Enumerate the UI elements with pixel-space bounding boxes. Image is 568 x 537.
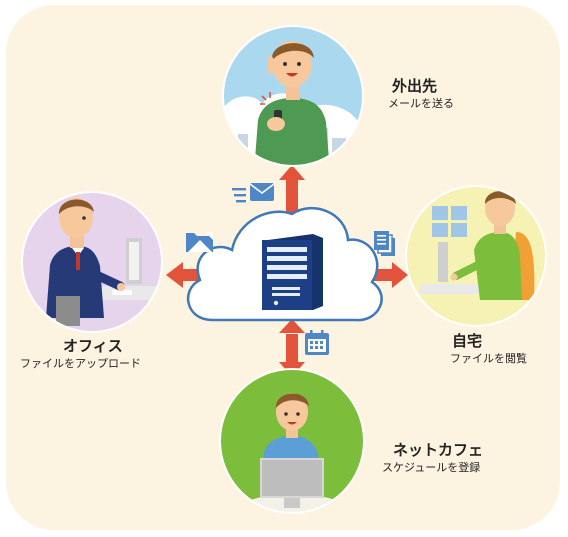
server-icon [262,234,323,310]
office-label: オフィス ファイルをアップロード [20,336,141,372]
outside-label: 外出先 メールを送る [388,76,454,112]
cafe-title: ネットカフェ [393,441,484,459]
outside-subtitle: メールを送る [388,97,454,110]
outside-title: 外出先 [392,77,438,95]
documents-icon [374,231,395,256]
home-subtitle: ファイルを閲覧 [450,352,527,365]
home-label: 自宅 ファイルを閲覧 [432,331,527,367]
cafe-subtitle: スケジュールを登録 [382,461,481,474]
arrow-up [279,165,305,214]
office-illustration [21,191,163,333]
calendar-icon [305,330,329,355]
home-illustration [405,185,547,327]
folder-upload-icon [186,232,213,252]
mail-icon [232,183,275,203]
outside-illustration [222,25,364,167]
office-subtitle: ファイルをアップロード [20,357,141,370]
home-title: 自宅 [451,332,482,350]
cafe-label: ネットカフェ スケジュールを登録 [382,440,483,476]
cafe-illustration [219,368,365,514]
office-title: オフィス [63,337,123,355]
